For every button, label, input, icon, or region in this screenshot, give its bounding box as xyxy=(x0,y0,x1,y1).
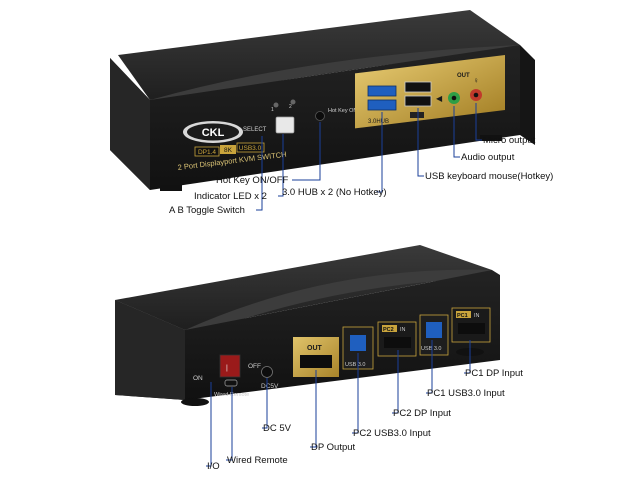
callout-usb-keyboard-mouse: USB keyboard mouse(Hotkey) xyxy=(425,171,554,182)
mic-icon: ♀ xyxy=(473,76,479,85)
pc2-label: PC2 xyxy=(383,327,394,333)
pc2-dp-input-port[interactable] xyxy=(384,337,411,348)
usb-label-1: USB 3.0 xyxy=(345,362,365,368)
callout-pc2-usb-input: PC2 USB3.0 Input xyxy=(353,428,431,439)
spec-badges: DP1.4 8K USB3.0 xyxy=(194,142,265,157)
front-unit-foot-right xyxy=(480,135,502,141)
power-on-label: ON xyxy=(193,375,203,382)
callout-dc-5v: DC 5V xyxy=(263,423,291,434)
front-callout-lines xyxy=(256,103,482,211)
speaker-icon: ◀ xyxy=(436,94,443,103)
front-unit-top xyxy=(118,10,520,100)
dc-power-jack[interactable] xyxy=(261,366,273,378)
spec-badge-dp: DP1.4 xyxy=(198,149,216,156)
power-off-label: OFF xyxy=(248,363,261,370)
back-kvm-unit: | ON Wired Remote OFF DC5V OUT USB 3.0 P… xyxy=(115,245,500,406)
audio-out-label: OUT xyxy=(457,73,470,79)
dp-output-port[interactable] xyxy=(300,355,332,368)
hub-label: 3.0HUB xyxy=(368,119,389,125)
callout-usb-hub: 3.0 HUB x 2 (No Hotkey) xyxy=(282,187,387,198)
out-label: OUT xyxy=(307,345,323,352)
callout-wired-remote: Wired Remote xyxy=(227,455,288,466)
front-unit-left xyxy=(110,58,150,190)
pc1-in-label: IN xyxy=(474,313,480,319)
back-callout-lines xyxy=(206,340,471,467)
callout-pc1-dp-input: PC1 DP Input xyxy=(465,368,523,379)
front-unit-foot-left xyxy=(160,185,182,191)
port-b-label: 2 xyxy=(289,104,292,110)
pc2-in-label: IN xyxy=(400,327,406,333)
callout-pc2-dp-input: PC2 DP Input xyxy=(393,408,451,419)
pc1-label: PC1 xyxy=(457,313,468,319)
usb-hub-port-2[interactable] xyxy=(367,99,397,111)
pc2-usb3-input-port[interactable] xyxy=(350,335,366,351)
front-kvm-unit: CKL DP1.4 8K USB3.0 2 Port Displayport K… xyxy=(110,10,535,191)
keyboard-icon xyxy=(410,112,424,118)
pc1-usb3-input-port[interactable] xyxy=(426,322,442,338)
front-unit-side xyxy=(520,45,535,145)
select-button[interactable] xyxy=(275,116,295,134)
dc-label: DC5V xyxy=(261,383,279,390)
back-unit-left xyxy=(115,300,185,400)
svg-text:|: | xyxy=(226,365,228,372)
indicator-led-1 xyxy=(273,102,279,108)
back-unit-face xyxy=(115,270,500,400)
port-a-label: 1 xyxy=(271,107,274,113)
spec-badge-8k: 8K xyxy=(224,147,233,154)
usb-hub-port-1[interactable] xyxy=(367,85,397,97)
brand-text: CKL xyxy=(202,127,225,139)
hotkey-button-label: Hot Key ON/OFF xyxy=(328,108,371,114)
callout-audio-output: Audio output xyxy=(461,152,515,163)
callout-hotkey-onoff: Hot Key ON/OFF xyxy=(216,175,289,186)
usb-keyboard-port[interactable] xyxy=(404,81,432,93)
callout-indicator-led: Indicator LED x 2 xyxy=(194,191,267,202)
wired-remote-port[interactable] xyxy=(224,379,238,387)
indicator-led-2 xyxy=(290,99,296,105)
brand-logo: CKL xyxy=(183,121,243,143)
usb-mouse-port[interactable] xyxy=(404,95,432,107)
power-switch[interactable] xyxy=(219,354,241,378)
callout-ab-toggle: A B Toggle Switch xyxy=(169,205,245,216)
select-label: SELECT xyxy=(243,127,267,133)
back-unit-top xyxy=(115,245,492,330)
spec-badge-usb: USB3.0 xyxy=(239,145,262,152)
back-unit-foot-left xyxy=(181,398,209,406)
callout-dp-output: DP Output xyxy=(311,442,356,453)
pc1-dp-input-port[interactable] xyxy=(458,323,485,334)
hotkey-button[interactable] xyxy=(315,111,325,121)
callout-micro-output: Micro output xyxy=(483,135,536,146)
callout-pc1-usb-input: PC1 USB3.0 Input xyxy=(427,388,505,399)
callout-io: I/O xyxy=(207,461,220,472)
usb-label-2: USB 3.0 xyxy=(421,346,441,352)
